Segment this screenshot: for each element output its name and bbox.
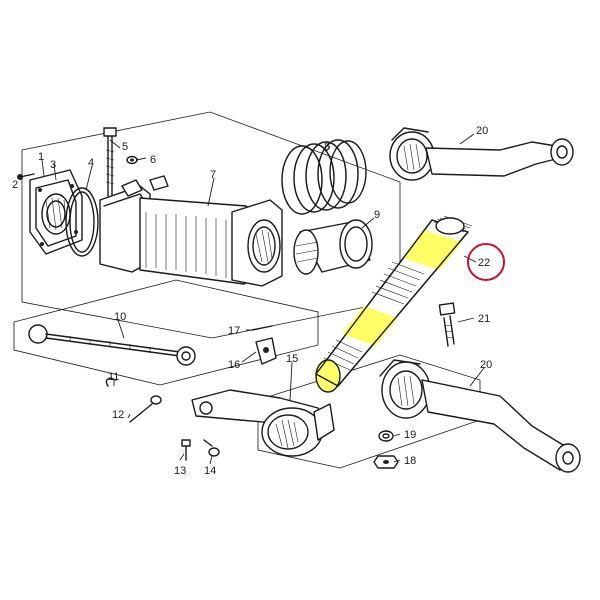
lift-arm-lower [379, 359, 581, 473]
callout-17: 17 [228, 325, 240, 337]
piston [293, 219, 373, 275]
hex-nut [373, 455, 399, 469]
cover-plate-assembly [17, 169, 83, 255]
callout-18: 18 [404, 455, 416, 467]
callout-2: 2 [12, 179, 18, 191]
callout-5: 5 [122, 141, 128, 153]
lift-arm-upper [389, 127, 574, 181]
callout-20-upper: 20 [476, 125, 488, 137]
callout-labels: 1 2 3 4 5 6 7 8 9 10 11 12 13 14 15 16 1… [12, 125, 492, 477]
bolt [438, 302, 456, 347]
callout-15: 15 [286, 353, 298, 365]
callout-3: 3 [50, 159, 56, 171]
small-bolt [181, 439, 191, 461]
callout-14: 14 [204, 465, 216, 477]
small-washer [203, 439, 220, 457]
gasket-ring [65, 187, 99, 257]
shaft-highlight-middle [342, 306, 398, 346]
callout-20-lower: 20 [480, 359, 492, 371]
callout-13: 13 [174, 465, 186, 477]
callout-4: 4 [88, 157, 94, 169]
lift-cylinder-housing [99, 127, 283, 287]
callout-6: 6 [150, 154, 156, 166]
callout-7: 7 [210, 169, 216, 181]
callout-11: 11 [108, 371, 119, 383]
small-nut [126, 155, 138, 165]
callout-22: 22 [478, 257, 490, 269]
highlight-marker-ring [467, 243, 505, 281]
washer [378, 430, 394, 442]
callout-21: 21 [478, 313, 490, 325]
callout-16: 16 [228, 359, 240, 371]
callout-1: 1 [38, 151, 44, 163]
spring-pin [251, 325, 273, 331]
callout-8: 8 [324, 141, 330, 153]
callout-10: 10 [114, 311, 126, 323]
cross-shaft [315, 215, 473, 393]
leveling-rod [28, 324, 196, 366]
lift-arm-bracket [191, 389, 335, 457]
clip [105, 377, 117, 387]
pin [129, 395, 162, 423]
callout-19: 19 [404, 429, 416, 441]
leader-lines [41, 133, 485, 465]
piston-rings [281, 139, 367, 215]
block [255, 337, 277, 365]
callout-12: 12 [112, 409, 124, 421]
callout-9: 9 [374, 209, 380, 221]
